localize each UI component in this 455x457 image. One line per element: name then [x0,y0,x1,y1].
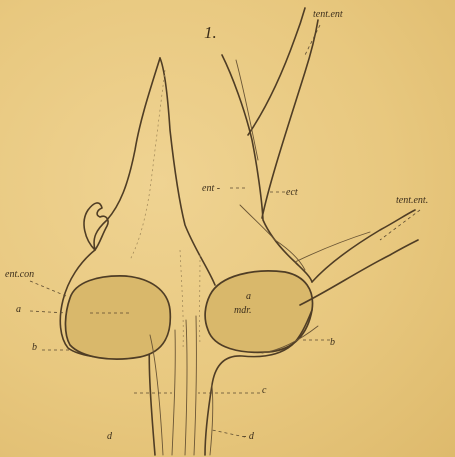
leader-tent-ent-top [305,25,320,55]
upper-tentacle-outer [222,55,312,282]
bud-protrusion [84,203,108,250]
body-outline-left [60,58,160,455]
stalk-line-2 [185,320,187,455]
upper-tentacle-inner [236,60,258,160]
leader-tent-ent-right [380,210,420,240]
label-tent-ent-top: tent.ent [313,10,343,20]
stalk-line-1 [172,330,175,455]
stalk-line-3 [194,316,196,455]
leader-d-right [212,430,245,437]
label-ent-con: ent.con [5,270,34,280]
lower-tentacle-mid [295,232,370,262]
left-oval-mass [65,276,170,359]
label-a-right: a [246,292,251,302]
label-c: c [262,386,266,396]
label-ent: ent - [202,184,220,194]
label-tent-ent-right: tent.ent. [396,196,428,206]
figure-number: 1. [204,24,217,41]
label-b-left: b [32,343,37,353]
label-d-left: d [107,432,112,442]
lower-tentacle-lower [300,240,418,305]
label-b-right: b [330,338,335,348]
ect-inner-wall [240,205,305,270]
label-mdr: mdr. [234,306,252,316]
label-d-right: - d [243,432,254,442]
stalk-dashes [180,250,183,350]
upper-tentacle-wall-1 [248,8,305,135]
lower-tentacle-upper [312,210,415,282]
leader-ent-con [30,281,66,296]
body-outline-center [160,58,215,285]
label-a-left: a [16,305,21,315]
label-ect: ect [286,188,298,198]
